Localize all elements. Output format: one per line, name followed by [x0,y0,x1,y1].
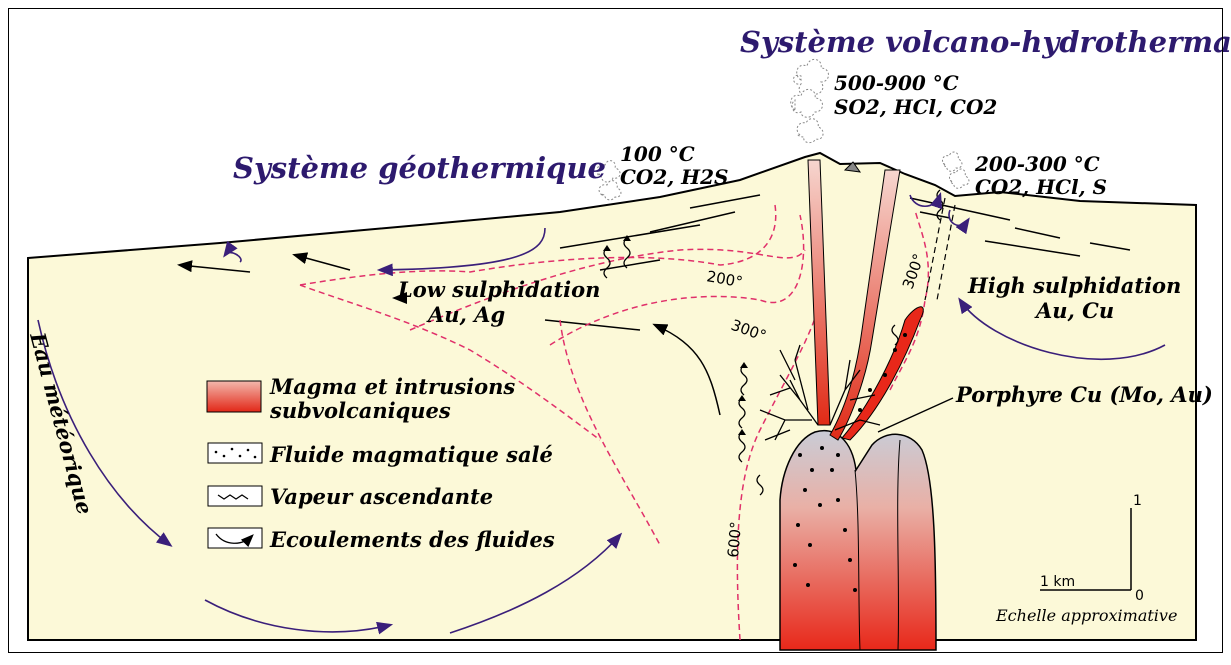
legend-magma-swatch [206,380,262,413]
porphyry-dots [793,333,907,592]
title-volcanic-system: Système volcano-hydrothermal [740,25,1231,59]
isotherm-600-label: 600° [724,521,745,559]
legend-magma-label: Magma et intrusions [269,374,515,399]
high-sulphidation-label: High sulphidation [967,273,1181,298]
legend-magma-label-2: subvolcaniques [269,398,451,423]
legend-fluid-label: Fluide magmatique salé [269,442,553,467]
low-sulphidation-metals: Au, Ag [426,302,505,327]
fracture-network [759,344,881,441]
legend-flow-swatch [207,527,263,549]
title-geothermal-system: Système géothermique [233,151,606,185]
legend-vapour-label: Vapeur ascendante [270,484,493,509]
low-sulphidation-label: Low sulphidation [397,277,600,302]
porphyry-label: Porphyre Cu (Mo, Au) [955,382,1213,407]
scale-vertical-label: 1 [1133,493,1142,509]
meteoric-flow-arrows [37,191,1166,635]
legend: Magma et intrusions subvolcaniques Fluid… [206,374,555,552]
crater-vent [843,161,862,173]
scale-horizontal-label: 1 km [1040,574,1075,590]
right-vent-gases: CO2, HCl, S [975,175,1107,199]
right-vent-temperature: 200-300 °C [974,152,1100,176]
fluid-flow-arrows [177,252,721,416]
high-sulphidation-metals: Au, Cu [1034,298,1114,323]
porphyry-leader [877,397,954,433]
legend-flow-label: Ecoulements des fluides [269,527,555,552]
legend-fluid-swatch [207,442,263,464]
scale-caption: Echelle approximative [995,606,1177,625]
left-vent-temperature: 100 °C [620,142,695,166]
scale-zero-label: 0 [1135,588,1144,604]
legend-vapour-swatch [207,485,263,507]
dike-right [829,169,901,441]
left-vent-gases: CO2, H2S [620,165,728,189]
dike-offshoot [841,306,924,441]
scale-bar [1040,508,1132,591]
summit-temperature: 500-900 °C [834,71,959,95]
summit-gases: SO2, HCl, CO2 [834,95,997,119]
steam-plumes [596,59,970,201]
right-conduit [924,197,956,301]
